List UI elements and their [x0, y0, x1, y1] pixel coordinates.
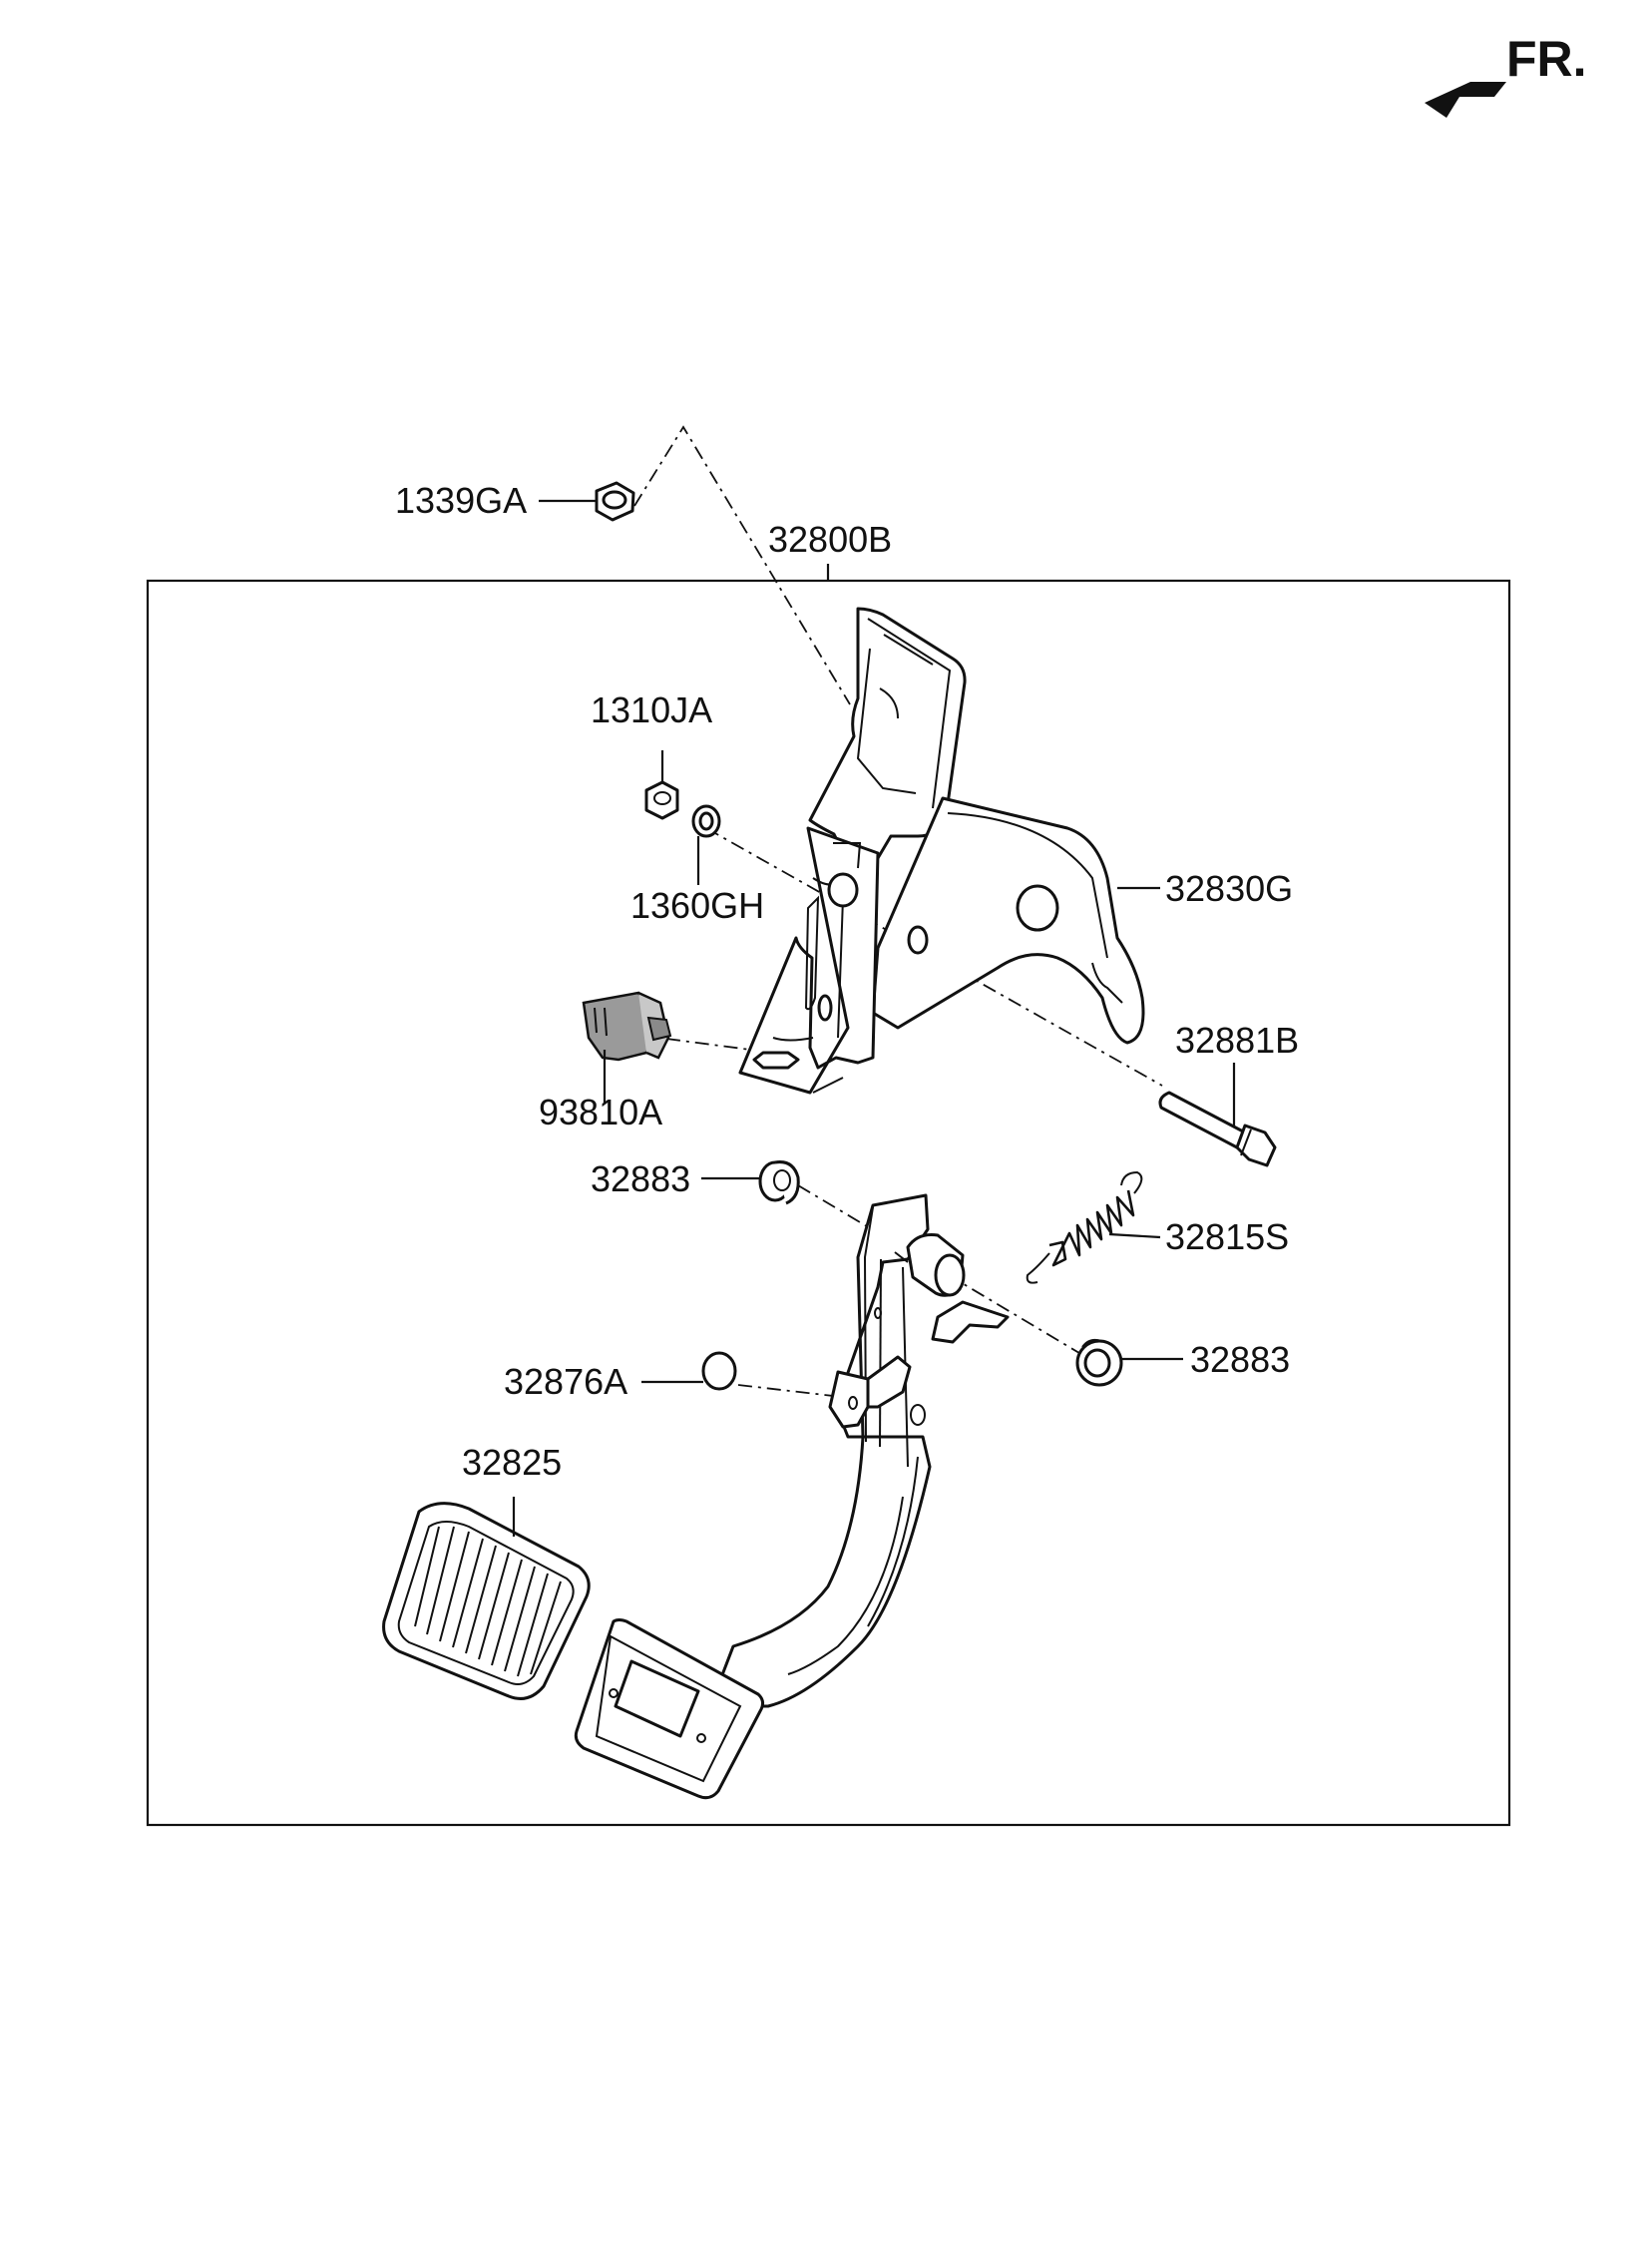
- front-label: FR.: [1506, 31, 1587, 87]
- label-1360GH: 1360GH: [630, 885, 764, 926]
- flange-nut-1339GA: [595, 481, 635, 522]
- return-spring-32815S: [1026, 1170, 1143, 1284]
- bushing-32883-upper: [758, 1160, 800, 1205]
- label-32883-lower: 32883: [1190, 1339, 1290, 1380]
- label-32883-upper: 32883: [591, 1158, 690, 1199]
- washer-1360GH: [691, 804, 721, 838]
- label-32825: 32825: [462, 1442, 562, 1483]
- label-32830G: 32830G: [1165, 868, 1293, 909]
- brake-pedal-arm: [708, 1193, 1010, 1708]
- front-direction-indicator: FR.: [1425, 31, 1587, 118]
- stop-lamp-switch-93810A: [582, 991, 672, 1062]
- label-1310JA: 1310JA: [591, 689, 712, 730]
- front-arrow-icon: [1425, 82, 1506, 118]
- leader-lines: [512, 499, 1236, 1537]
- label-1339GA: 1339GA: [395, 480, 527, 521]
- label-32815S: 32815S: [1165, 1216, 1289, 1257]
- label-93810A: 93810A: [539, 1092, 662, 1132]
- hex-nut-1310JA: [644, 780, 679, 820]
- pivot-bolt-32881B: [1158, 1091, 1277, 1167]
- pedal-bracket-32830G: [738, 607, 1145, 1095]
- label-32881B: 32881B: [1175, 1020, 1299, 1061]
- bushing-32883-lower: [1075, 1338, 1123, 1387]
- brake-pedal-foot-plate: [574, 1618, 765, 1800]
- stopper-rubber-32876A: [701, 1351, 737, 1391]
- pedal-pad-32825: [382, 1502, 591, 1700]
- label-32876A: 32876A: [504, 1361, 627, 1402]
- label-32800B: 32800B: [768, 519, 892, 560]
